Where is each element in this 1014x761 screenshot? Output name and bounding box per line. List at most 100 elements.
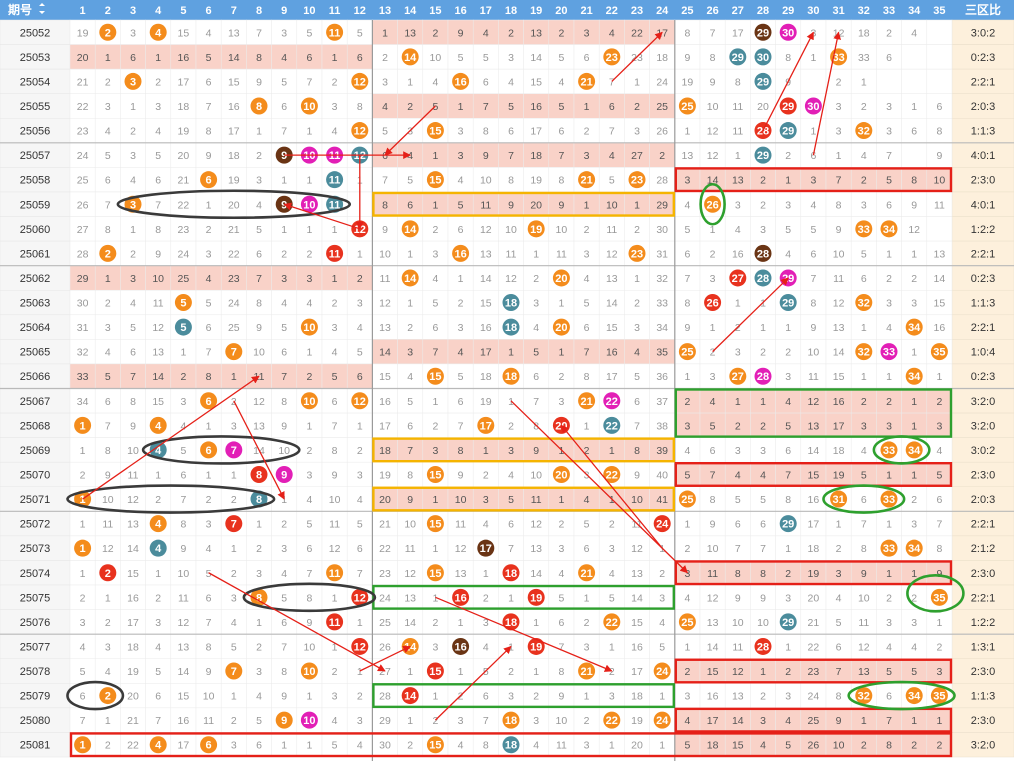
miss-count: 5 [357,27,363,39]
ratio-label: 1:1:3 [971,126,995,138]
miss-count: 1 [911,469,917,481]
miss-count: 7 [206,347,212,359]
ball-number: 27 [732,371,744,383]
miss-count: 21 [808,617,820,629]
miss-count: 4 [684,715,690,727]
miss-count: 14 [833,347,845,359]
miss-count: 6 [861,273,867,285]
grid-cell [321,68,348,94]
grid-cell [926,240,953,266]
sort-arrows-icon[interactable] [39,3,45,14]
miss-count: 6 [533,371,539,383]
miss-count: 1 [584,101,590,113]
grid-cell [145,216,172,242]
miss-count: 12 [908,224,920,236]
grid-cell [649,412,676,438]
grid-cell [120,314,146,340]
period-cell [0,511,71,537]
miss-count: 2 [281,519,287,531]
grid-cell [825,535,852,561]
miss-count: 7 [105,199,111,211]
miss-count: 2 [357,445,363,457]
miss-count: 1 [735,396,741,408]
number-ball [326,171,344,189]
grid-cell [573,486,600,512]
number-ball [351,122,369,140]
ball-number: 1 [80,494,86,506]
miss-count: 25 [77,175,89,187]
miss-count: 28 [77,248,89,260]
miss-count: 5 [861,469,867,481]
grid-cell [271,339,298,365]
miss-count: 7 [281,371,287,383]
miss-count: 18 [228,150,240,162]
miss-count: 20 [757,101,769,113]
ratio-label: 2:0:3 [971,101,995,113]
grid-cell [195,314,222,340]
ball-number: 7 [231,347,237,359]
grid-cell [372,412,398,438]
miss-count: 11 [455,519,466,531]
ball-number: 15 [429,519,441,531]
grid-cell [649,388,676,414]
ball-number: 34 [908,691,921,703]
grid-cell [876,191,902,217]
miss-count: 3 [861,199,867,211]
grid-cell [372,118,398,144]
grid-cell [472,289,499,316]
grid-cell [422,19,449,45]
miss-count: 14 [127,543,139,555]
number-ball [552,269,570,287]
miss-count: 1 [710,224,716,236]
miss-count: 10 [102,494,114,506]
grid-cell [346,19,373,45]
grid-cell [699,44,726,70]
miss-count: 6 [407,420,413,432]
miss-count: 1 [458,617,464,629]
miss-count: 7 [306,568,312,580]
miss-count: 1 [785,641,791,653]
miss-count: 11 [128,469,139,481]
grid-cell [195,535,222,561]
miss-count: 13 [606,273,618,285]
number-ball [300,195,318,213]
miss-count: 1 [760,298,766,310]
miss-count: 20 [631,740,643,752]
number-header: 6 [206,5,212,17]
grid-cell [296,240,323,266]
miss-count: 17 [480,347,492,359]
miss-count: 2 [735,420,741,432]
grid-cell [724,486,751,512]
ball-number: 33 [883,543,895,555]
miss-count: 7 [710,469,716,481]
grid-cell [271,19,298,45]
ball-number: 24 [656,715,669,727]
grid-cell [724,437,751,463]
miss-count: 4 [458,740,464,752]
miss-count: 4 [256,199,262,211]
grid-cell [724,118,751,144]
grid-cell [800,535,827,561]
period-label: 25059 [20,199,51,211]
ball-number: 24 [656,666,669,678]
grid-cell [145,461,172,488]
miss-count: 11 [102,519,113,531]
grid-cell [926,191,953,217]
grid-cell [598,265,625,291]
period-label: 25079 [20,691,51,703]
miss-count: 18 [808,543,820,555]
grid-cell [624,19,650,45]
miss-count: 2 [508,420,514,432]
number-header: 2 [105,5,111,17]
grid-cell [876,93,902,119]
miss-count: 5 [332,371,338,383]
miss-count: 2 [256,150,262,162]
miss-count: 10 [127,445,139,457]
miss-count: 2 [584,445,590,457]
miss-count: 6 [357,543,363,555]
miss-count: 1 [281,494,287,506]
grid-cell [850,167,877,193]
miss-count: 4 [508,76,514,88]
miss-count: 7 [256,27,262,39]
ball-number: 1 [80,740,86,752]
